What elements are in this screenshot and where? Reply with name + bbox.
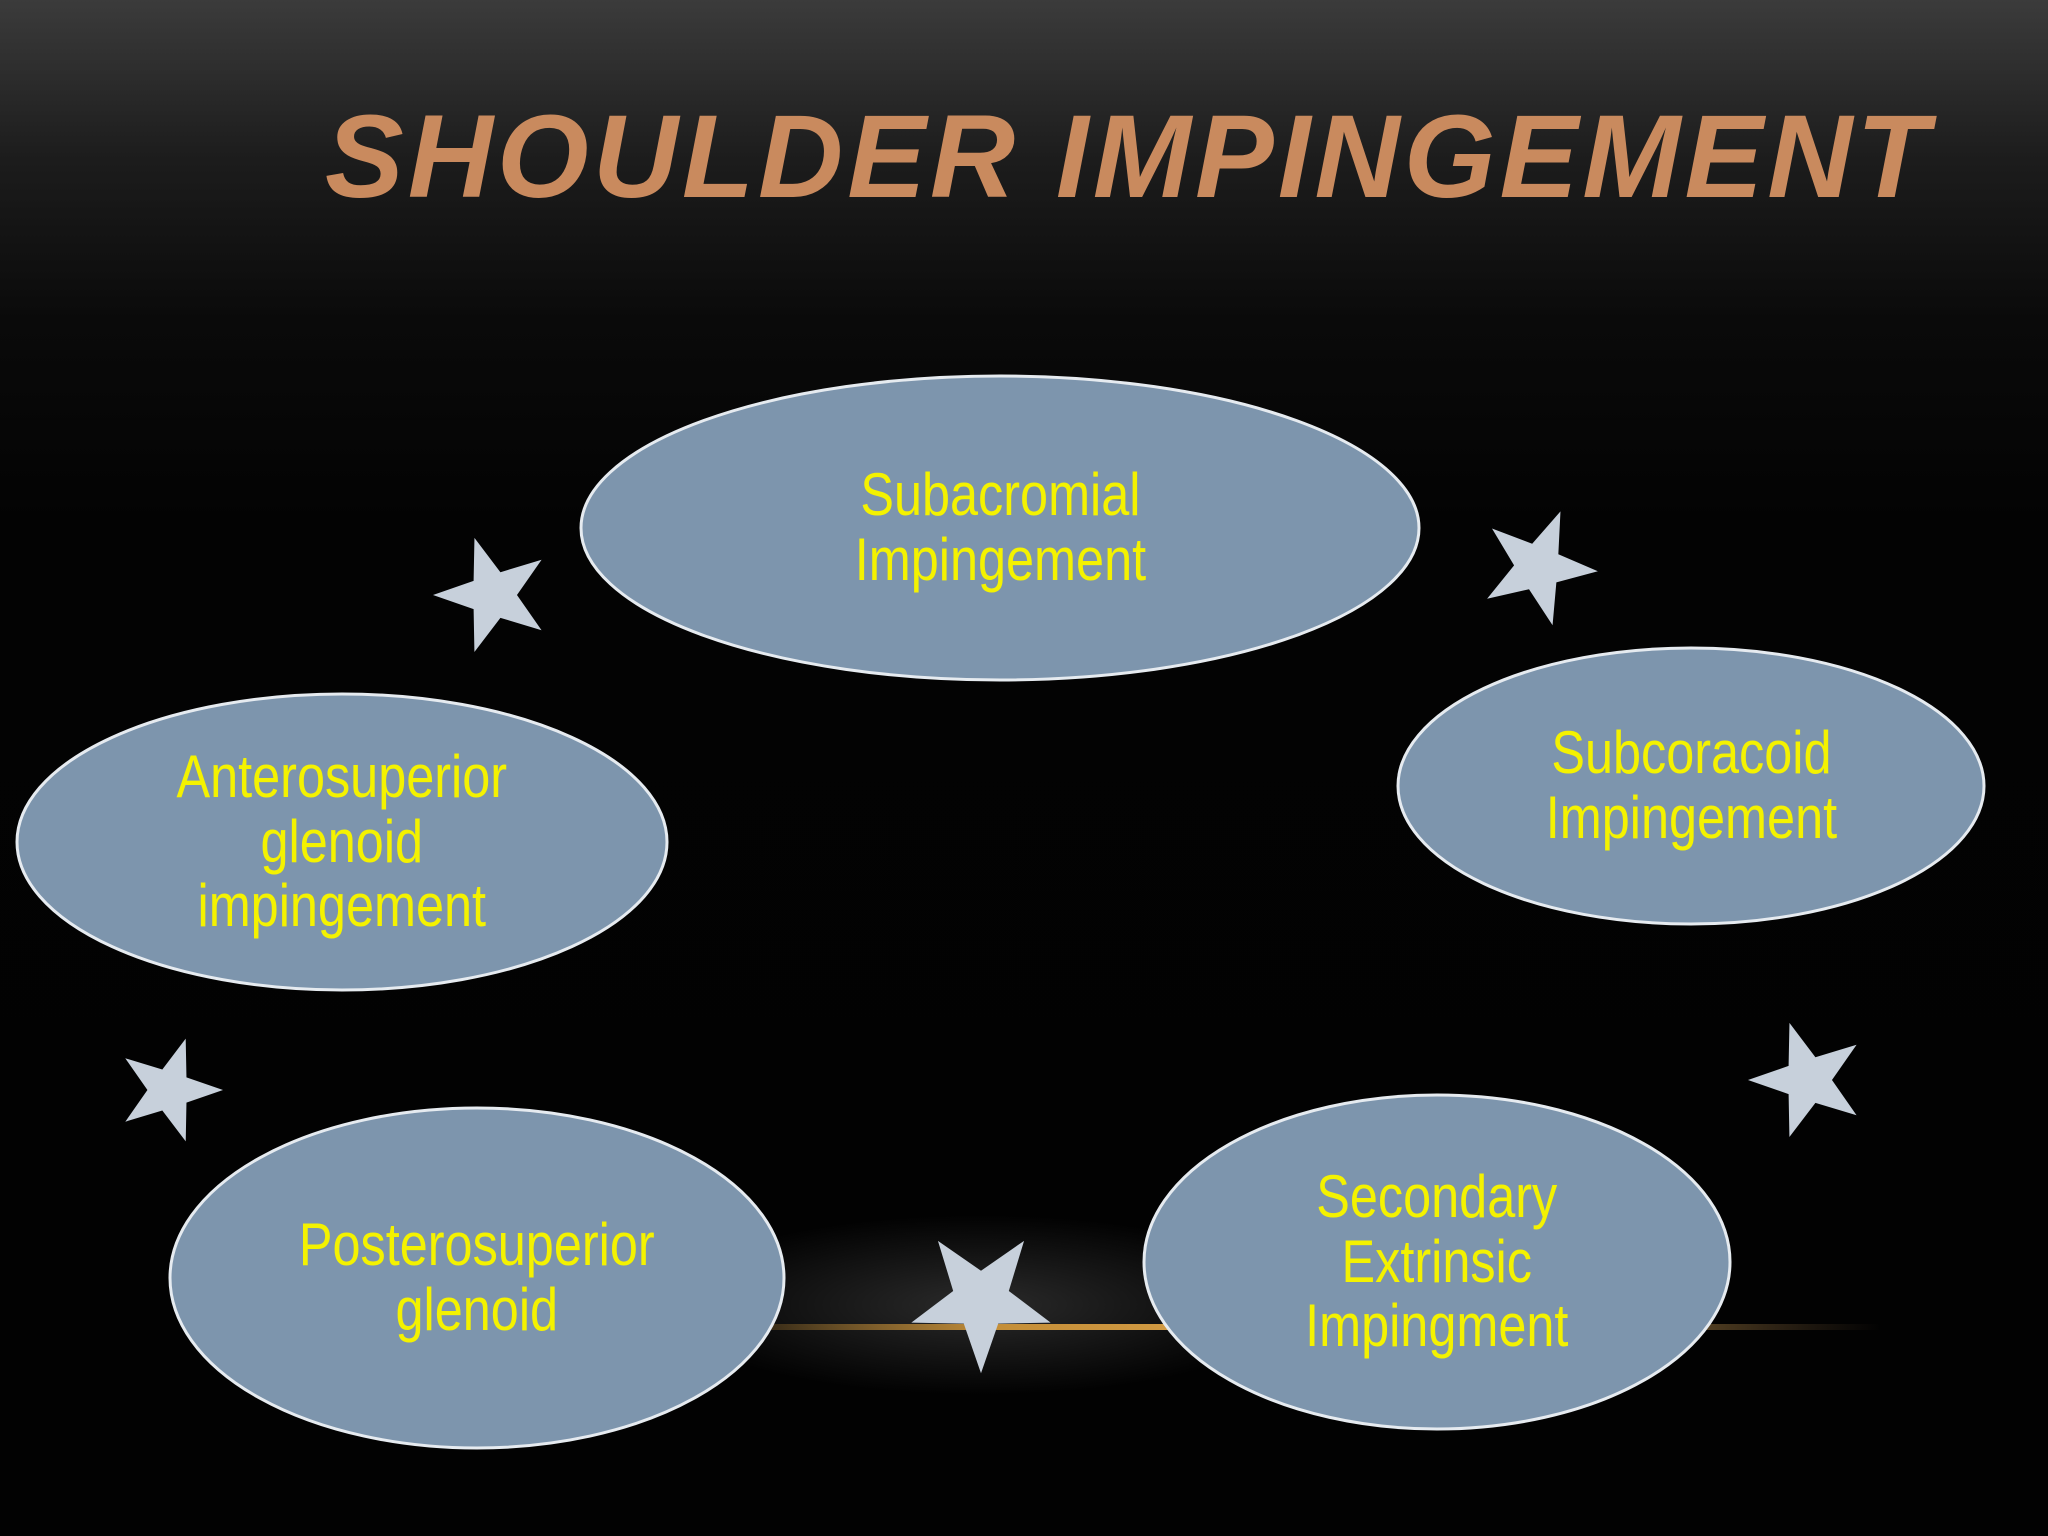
ellipse-anterosuperior <box>15 692 669 992</box>
star-icon <box>911 1240 1051 1374</box>
node-label: Anterosuperior glenoid impingement <box>176 742 508 940</box>
node-label: Subcoracoid Impingement <box>1545 719 1837 851</box>
node-anterosuperior: Anterosuperior glenoid impingement <box>17 694 667 990</box>
ellipse-subacromial <box>579 374 1421 682</box>
node-label: Posterosuperior glenoid <box>299 1211 655 1343</box>
slide-title: SHOULDER IMPINGEMENT <box>325 91 1933 223</box>
node-subcoracoid: Subcoracoid Impingement <box>1398 648 1984 924</box>
star-icon <box>432 537 542 653</box>
node-label: Secondary Extrinsic Impingment <box>1305 1162 1569 1360</box>
node-secondary-extrinsic: Secondary Extrinsic Impingment <box>1144 1095 1730 1429</box>
node-posterosuperior: Posterosuperior glenoid <box>170 1108 784 1448</box>
node-subacromial: Subacromial Impingement <box>581 376 1419 680</box>
star-icon <box>125 1038 224 1142</box>
ellipse-subcoracoid <box>1396 646 1986 926</box>
ellipse-posterosuperior <box>168 1106 786 1450</box>
node-label: Subacromial Impingement <box>854 461 1146 593</box>
star-icon <box>1747 1022 1857 1138</box>
star-icon <box>1487 511 1598 626</box>
ellipse-secondary-extrinsic <box>1142 1093 1732 1431</box>
